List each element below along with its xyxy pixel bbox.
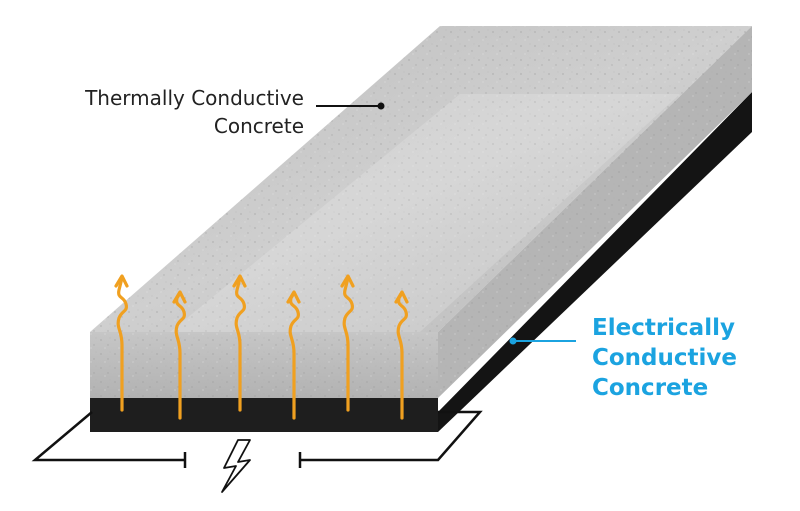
- heat-wave-arrow-icon: [232, 274, 247, 412]
- electric-label-line-1: Electrically: [592, 315, 735, 341]
- heat-wave-arrow-icon: [114, 274, 129, 412]
- slab-front-face-texture: [90, 332, 438, 398]
- thermally-conductive-concrete: [90, 26, 752, 398]
- electric-label-line-2: Conductive: [592, 345, 737, 371]
- circuit-wire-right: [300, 410, 483, 462]
- lightning-bolt-icon: [221, 439, 251, 493]
- thermal-label-line-1: Thermally Conductive: [85, 86, 304, 110]
- conductive-layer-front: [90, 398, 438, 432]
- power-circuit: [31, 410, 483, 468]
- electric-callout-leader: [509, 337, 576, 345]
- heat-wave-arrow-icon: [172, 290, 187, 420]
- slab-highlight-inlay: [170, 94, 680, 332]
- electric-label-line-3: Concrete: [592, 375, 709, 401]
- heat-arrows: [114, 274, 409, 420]
- conductive-layer-side: [438, 92, 752, 432]
- electrically-conductive-layer: [90, 92, 752, 432]
- thermally-conductive-concrete-label: Thermally Conductive Concrete: [40, 84, 304, 140]
- electrically-conductive-concrete-label: Electrically Conductive Concrete: [592, 313, 792, 403]
- heat-wave-arrow-icon: [340, 274, 355, 412]
- heat-wave-arrow-icon: [394, 290, 409, 420]
- heat-wave-arrow-icon: [286, 290, 301, 420]
- circuit-wire-left: [31, 411, 185, 462]
- thermal-label-line-2: Concrete: [213, 114, 304, 138]
- thermal-callout-leader: [316, 102, 385, 110]
- slab-top-texture: [90, 26, 752, 332]
- slab-right-face-texture: [438, 26, 752, 398]
